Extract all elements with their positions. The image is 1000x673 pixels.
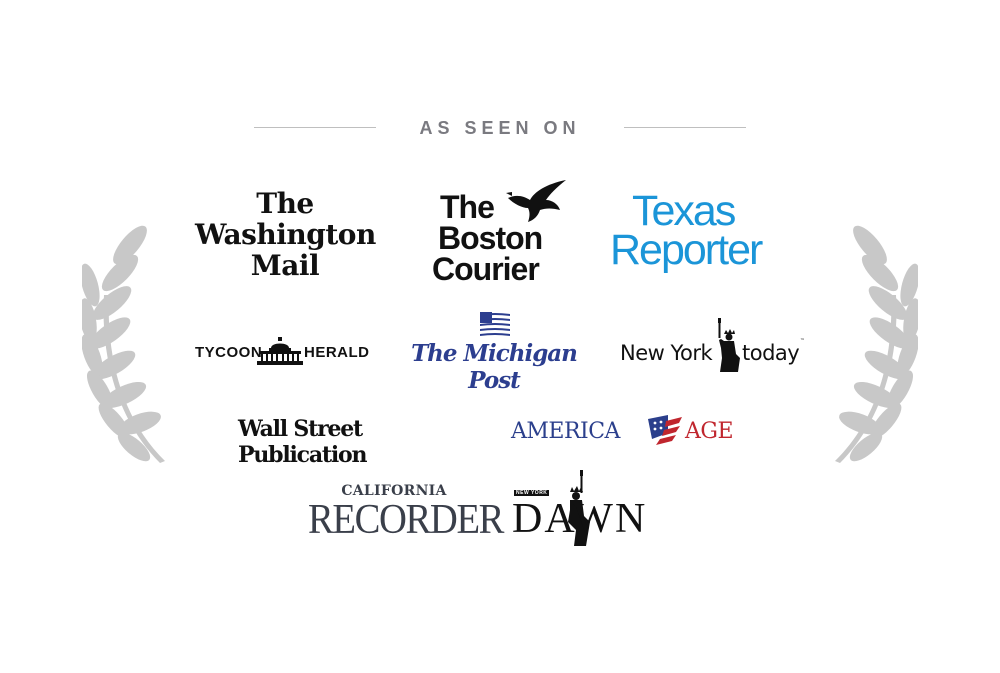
- heading-text: AS SEEN ON: [419, 118, 581, 138]
- logo-tycoon-herald: TYCOON HERALD: [195, 337, 375, 367]
- new-york-dawn-tag: NEW YORK: [514, 490, 550, 496]
- capitol-building-icon: [257, 337, 303, 365]
- washington-mail-line2: Washington: [195, 218, 376, 251]
- new-york-today-trademark: ™: [800, 338, 805, 344]
- logo-california-recorder: CALIFORNIA RECORDER: [308, 483, 504, 543]
- texas-reporter-line1: Texas: [632, 187, 736, 235]
- heading-divider-left: [254, 127, 376, 128]
- eagle-icon: [506, 180, 566, 222]
- logo-boston-courier: The Boston Courier: [428, 180, 568, 285]
- logo-washington-mail: The Washington Mail: [195, 187, 376, 282]
- america-age-word2: AGE: [685, 419, 734, 444]
- laurel-right-icon: [835, 225, 918, 463]
- logo-texas-reporter: Texas Reporter: [610, 187, 802, 274]
- logo-wall-street-publication: Wall Street Publication: [238, 416, 367, 468]
- washington-mail-line1: The: [256, 187, 314, 220]
- tycoon-herald-word1: TYCOON: [195, 344, 263, 361]
- michigan-post-text: The Michigan Post: [411, 340, 578, 394]
- us-flag-icon: [480, 312, 510, 336]
- logo-new-york-dawn: NEW YORK DAWN: [510, 470, 650, 546]
- california-recorder-line2: RECORDER: [308, 497, 504, 543]
- logo-michigan-post: The Michigan Post: [398, 312, 590, 394]
- statue-of-liberty-icon: [568, 470, 590, 546]
- california-recorder-line1: CALIFORNIA: [341, 483, 447, 499]
- flag-shield-icon: [648, 415, 682, 445]
- new-york-today-word1: New York: [620, 341, 713, 365]
- new-york-dawn-text: DAWN: [512, 496, 648, 542]
- texas-reporter-line2: Reporter: [610, 226, 763, 274]
- boston-courier-line2: Boston: [438, 220, 543, 256]
- statue-of-liberty-icon: [718, 318, 740, 372]
- logo-america-age: AMERICA AGE: [511, 414, 751, 448]
- boston-courier-line3: Courier: [432, 251, 540, 287]
- washington-mail-line3: Mail: [250, 249, 320, 282]
- america-age-word1: AMERICA: [511, 419, 620, 444]
- boston-courier-line1: The: [440, 189, 495, 225]
- logo-new-york-today: New York today ™: [620, 318, 806, 374]
- heading-divider-right: [624, 127, 746, 128]
- new-york-today-word2: today: [742, 341, 800, 365]
- as-seen-on-header: AS SEEN ON: [0, 116, 1000, 140]
- tycoon-herald-word2: HERALD: [304, 344, 370, 361]
- laurel-left-icon: [82, 225, 165, 463]
